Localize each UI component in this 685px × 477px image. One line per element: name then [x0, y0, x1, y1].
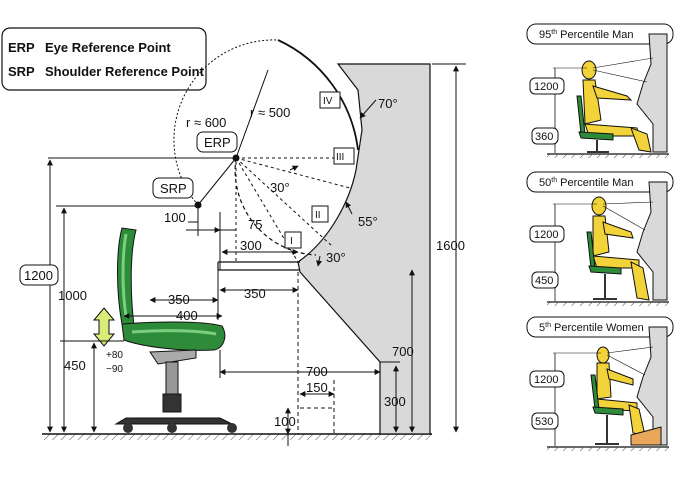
svg-text:95th Percentile Man: 95th Percentile Man [539, 29, 634, 41]
dim-1600: 1600 [436, 238, 465, 253]
panel-5-dim-a: 1200 [534, 374, 558, 386]
dim-150: 150 [306, 380, 328, 395]
dim-700-vertical: 700 [392, 344, 414, 359]
floor [42, 433, 432, 440]
panel-5-title-sup: th [545, 322, 551, 329]
panel-50th-man: 50th Percentile Man 1200 450 [526, 171, 674, 306]
panel-50-title-pre: 50 [539, 177, 551, 189]
reference-points: ERP SRP r ≈ 600 r ≈ 500 [152, 105, 290, 209]
dim-100-toe: 100 [274, 414, 296, 429]
erp-label: ERP [204, 135, 231, 150]
zone-4: IV [323, 96, 333, 107]
panel-5-title-post: Percentile Women [551, 322, 644, 334]
panel-95-title-sup: th [551, 29, 557, 36]
panel-95-dim-b: 360 [535, 131, 553, 143]
chair: +80 −90 [92, 227, 237, 433]
panel-50-title-sup: th [551, 177, 557, 184]
dim-75: 75 [248, 217, 262, 232]
panel-5-title-pre: 5 [539, 322, 545, 334]
legend-erp-abbr: ERP [8, 40, 35, 55]
svg-text:5th Percentile Women: 5th Percentile Women [539, 322, 644, 334]
dim-1000: 1000 [58, 288, 87, 303]
panel-95-title-pre: 95 [539, 29, 551, 41]
dim-100: 100 [164, 210, 186, 225]
angle-labels: 30° 55° 70° 30° [270, 96, 398, 267]
seat-adjust-minus: −90 [106, 364, 123, 375]
dimension-lines [47, 63, 466, 446]
radius-600-label: r ≈ 600 [186, 115, 226, 130]
zone-2: II [315, 210, 321, 221]
dim-300-vertical: 300 [384, 394, 406, 409]
srp-label: SRP [160, 181, 187, 196]
angle-30-upper: 30° [270, 180, 290, 195]
panel-95-title-post: Percentile Man [557, 29, 633, 41]
panel-50-dim-b: 450 [535, 275, 553, 287]
dim-700-horizontal: 700 [306, 364, 328, 379]
dim-300: 300 [240, 238, 262, 253]
zone-3: III [336, 152, 344, 163]
panel-95-dim-a: 1200 [534, 81, 558, 93]
dim-450: 450 [64, 358, 86, 373]
zone-1: I [290, 236, 293, 247]
svg-text:50th Percentile Man: 50th Percentile Man [539, 177, 634, 189]
dim-350-desk: 350 [244, 286, 266, 301]
panel-5th-women: 5th Percentile Women 1200 530 [526, 316, 674, 451]
panel-5-dim-b: 530 [535, 416, 553, 428]
legend-erp-text: Eye Reference Point [45, 40, 171, 55]
legend-srp-abbr: SRP [8, 64, 35, 79]
radius-500-label: r ≈ 500 [250, 105, 290, 120]
panel-50-title-post: Percentile Man [557, 177, 633, 189]
legend-srp-text: Shoulder Reference Point [45, 64, 205, 79]
dim-1200: 1200 [24, 268, 53, 283]
angle-30-lower: 30° [326, 250, 346, 265]
dim-350-seat: 350 [168, 292, 190, 307]
dim-400: 400 [176, 308, 198, 323]
panel-95th-man: 95th Percentile Man 1200 360 [526, 23, 674, 158]
angle-55: 55° [358, 214, 378, 229]
panel-50-dim-a: 1200 [534, 229, 558, 241]
zone-labels: I II III IV [284, 91, 355, 249]
seat-adjust-plus: +80 [106, 350, 123, 361]
console [217, 63, 431, 435]
legend: ERP Eye Reference Point SRP Shoulder Ref… [1, 27, 207, 91]
angle-70: 70° [378, 96, 398, 111]
dimension-labels: 1200 1000 450 100 75 300 350 350 400 700… [19, 210, 465, 429]
